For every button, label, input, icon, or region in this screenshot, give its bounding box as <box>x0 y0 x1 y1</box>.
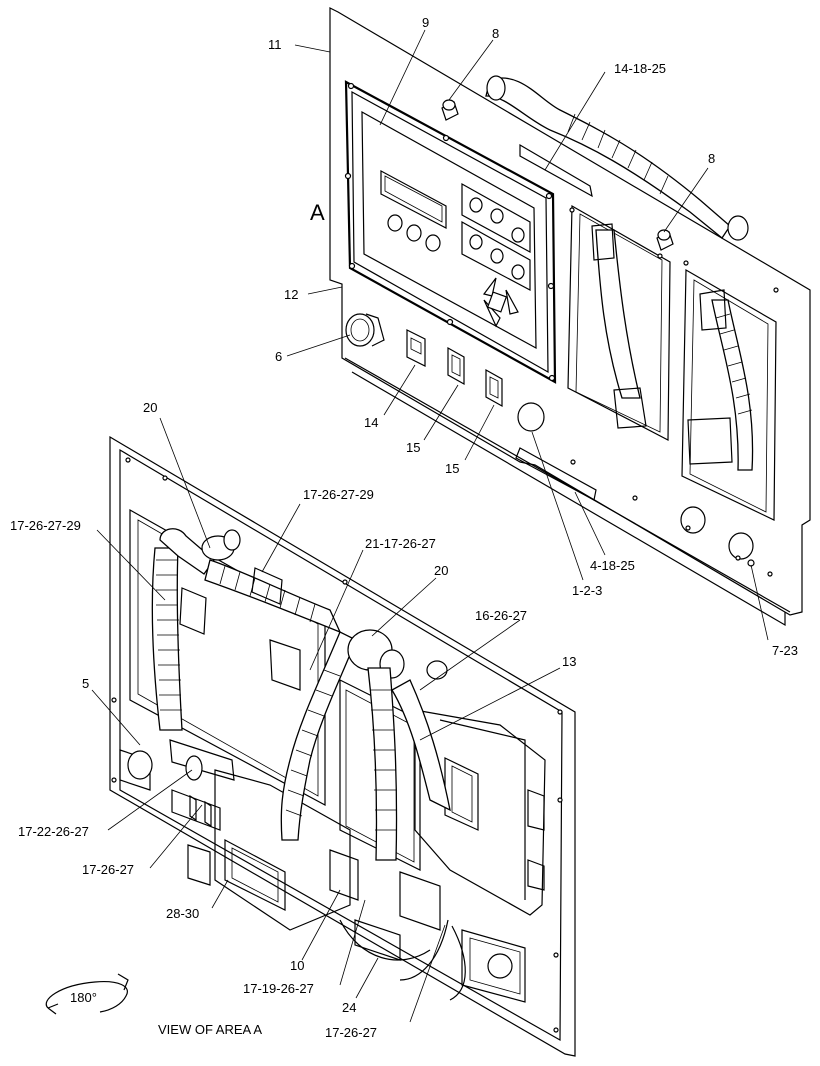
view-indicator: 180° VIEW OF AREA A <box>45 973 262 1037</box>
rotation-label: 180° <box>70 990 97 1005</box>
label-13: 13 <box>562 654 576 669</box>
label-9: 9 <box>422 15 429 30</box>
label-8-right: 8 <box>708 151 715 166</box>
label-10: 10 <box>290 958 304 973</box>
label-area-a: A <box>310 200 325 225</box>
upper-panel-assembly <box>329 7 811 627</box>
label-17-26-27-left: 17-26-27 <box>82 862 134 877</box>
label-16-26-27: 16-26-27 <box>475 608 527 623</box>
leader-lines <box>91 29 769 1023</box>
label-17-26-27-29-left: 17-26-27-29 <box>10 518 81 533</box>
rotate-arrow-icon <box>45 973 129 1015</box>
label-8-top: 8 <box>492 26 499 41</box>
label-14: 14 <box>364 415 378 430</box>
part-labels: 11 9 8 14-18-25 8 A 12 6 14 15 15 20 17-… <box>10 15 798 1040</box>
label-17-22-26-27: 17-22-26-27 <box>18 824 89 839</box>
label-17-26-27-29-top: 17-26-27-29 <box>303 487 374 502</box>
label-15-first: 15 <box>406 440 420 455</box>
label-24: 24 <box>342 1000 356 1015</box>
label-15-second: 15 <box>445 461 459 476</box>
label-14-18-25: 14-18-25 <box>614 61 666 76</box>
view-title: VIEW OF AREA A <box>158 1022 262 1037</box>
label-28-30: 28-30 <box>166 906 199 921</box>
label-5: 5 <box>82 676 89 691</box>
label-7-23: 7-23 <box>772 643 798 658</box>
label-6: 6 <box>275 349 282 364</box>
label-20-left: 20 <box>143 400 157 415</box>
label-4-18-25: 4-18-25 <box>590 558 635 573</box>
label-21-17-26-27: 21-17-26-27 <box>365 536 436 551</box>
label-12: 12 <box>284 287 298 302</box>
label-11: 11 <box>268 37 282 52</box>
label-17-19-26-27: 17-19-26-27 <box>243 981 314 996</box>
lower-panel-assembly <box>109 435 576 1057</box>
label-17-26-27-bottom: 17-26-27 <box>325 1025 377 1040</box>
label-20-right: 20 <box>434 563 448 578</box>
label-1-2-3: 1-2-3 <box>572 583 602 598</box>
